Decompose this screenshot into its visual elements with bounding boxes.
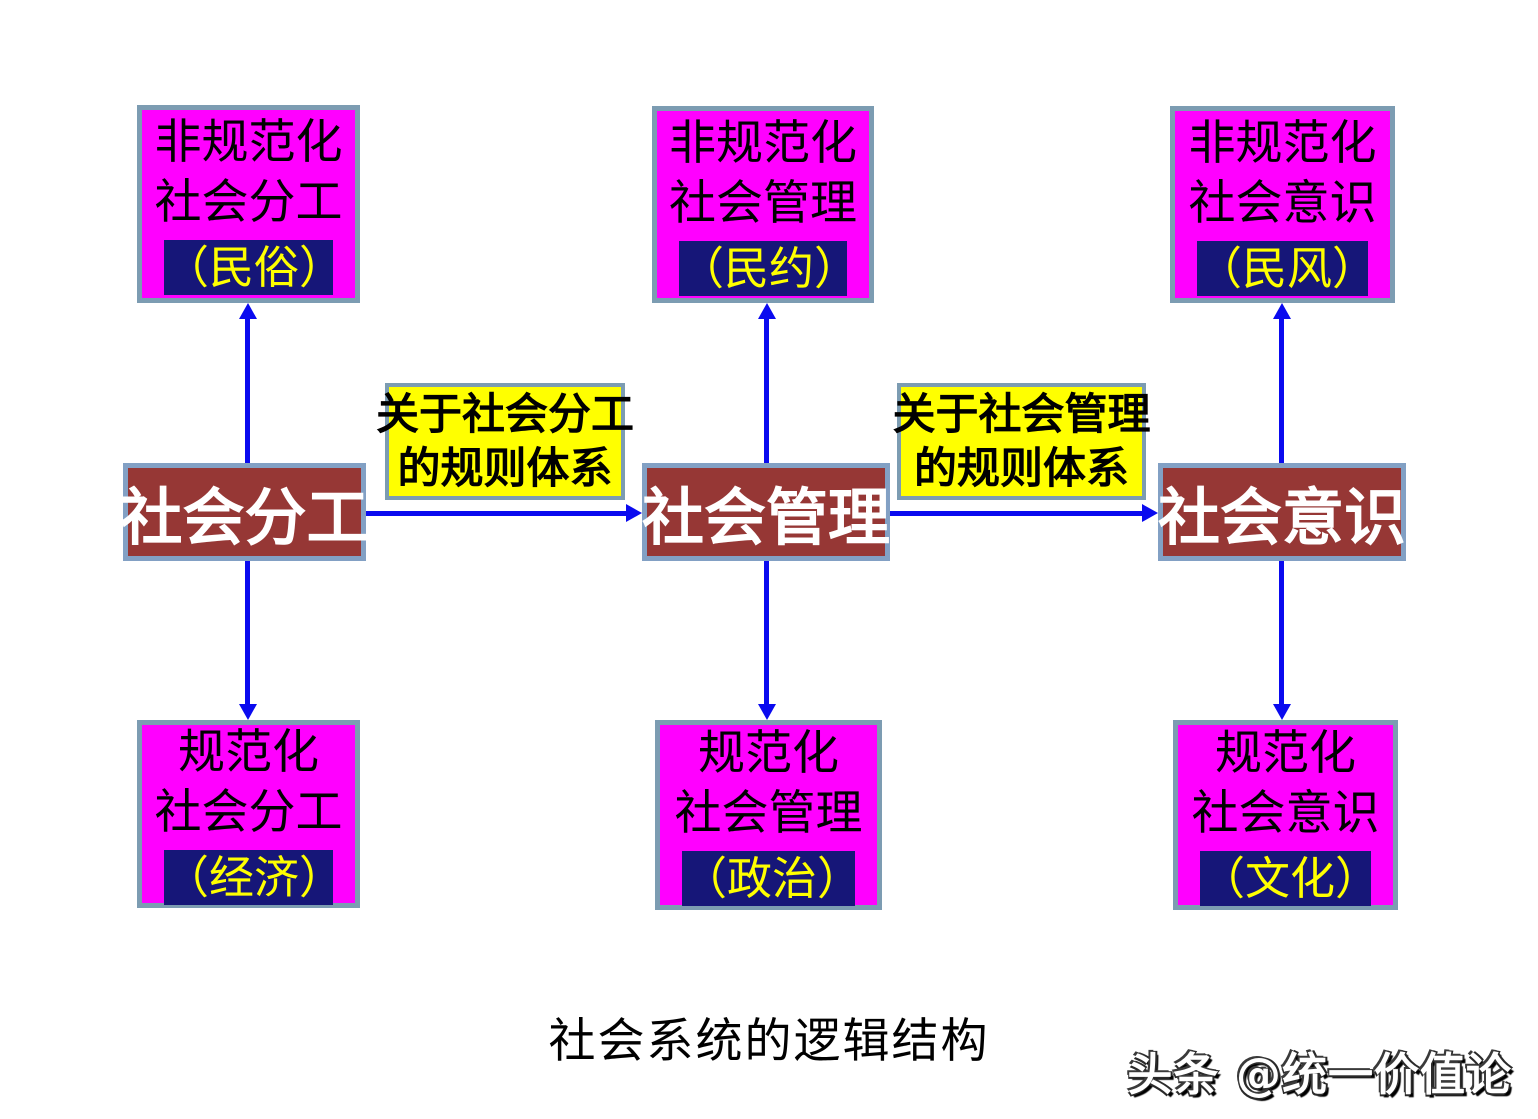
tag-economy: （经济）: [164, 850, 345, 905]
arrow-up-right-head: [1273, 303, 1291, 319]
tag-culture: （文化）: [1200, 851, 1381, 906]
arrow-right-2-shaft: [890, 511, 1143, 516]
box-text-line: 规范化: [698, 726, 839, 781]
box-text-line: 非规范化: [154, 115, 343, 170]
rule-text-line: 的规则体系: [914, 443, 1129, 494]
arrow-up-left-shaft: [245, 317, 250, 463]
box-formal-management: 规范化 社会管理 （政治）: [655, 720, 882, 910]
box-rules-of-division: 关于社会分工 的规则体系: [376, 383, 634, 500]
box-formal-consciousness: 规范化 社会意识 （文化）: [1173, 720, 1398, 910]
rule-text-line: 关于社会管理: [892, 389, 1151, 440]
tag-folk-ways: （民风）: [1197, 240, 1378, 296]
box-text-line: 社会分工: [154, 175, 343, 230]
rule-text-line: 的规则体系: [397, 443, 613, 494]
arrow-up-right-shaft: [1279, 317, 1284, 463]
box-formal-division: 规范化 社会分工 （经济）: [137, 720, 360, 908]
box-text-line: 社会管理: [674, 786, 863, 841]
box-text-line: 非规范化: [1188, 115, 1377, 171]
box-label: 社会管理: [642, 481, 891, 554]
arrow-down-left-shaft: [245, 561, 250, 705]
arrow-up-left-head: [239, 303, 257, 319]
arrow-down-left-head: [239, 704, 257, 720]
arrow-right-1-shaft: [366, 511, 627, 516]
arrow-up-middle-head: [758, 303, 776, 319]
box-informal-management: 非规范化 社会管理 （民约）: [652, 106, 874, 303]
box-label: 社会意识: [1158, 481, 1407, 554]
box-text-line: 社会管理: [669, 175, 857, 231]
arrow-right-2-head: [1142, 504, 1158, 522]
tag-politics: （政治）: [682, 851, 863, 906]
box-text-line: 规范化: [178, 725, 319, 780]
box-text-line: 社会意识: [1188, 175, 1377, 231]
rule-text-line: 关于社会分工: [376, 389, 634, 440]
box-text-line: 社会分工: [154, 785, 343, 840]
box-informal-division: 非规范化 社会分工 （民俗）: [137, 105, 360, 303]
box-text-line: 规范化: [1215, 726, 1356, 781]
box-text-line: 非规范化: [669, 115, 857, 171]
box-rules-of-management: 关于社会管理 的规则体系: [893, 383, 1151, 500]
tag-folk-agreement: （民约）: [679, 240, 860, 296]
box-informal-consciousness: 非规范化 社会意识 （民风）: [1170, 106, 1395, 303]
box-text-line: 社会意识: [1191, 786, 1380, 841]
watermark-toutiao: 头条 @统一价值论: [1127, 1048, 1512, 1101]
diagram-title: 社会系统的逻辑结构: [548, 1014, 990, 1069]
arrow-down-right-shaft: [1279, 561, 1284, 705]
arrow-down-middle-head: [758, 704, 776, 720]
arrow-up-middle-shaft: [764, 317, 769, 463]
arrow-right-1-head: [626, 504, 642, 522]
box-label: 社会分工: [120, 481, 369, 554]
box-social-management: 社会管理: [642, 463, 890, 561]
arrow-down-middle-shaft: [764, 561, 769, 705]
box-social-division: 社会分工: [120, 463, 369, 561]
arrow-down-right-head: [1273, 704, 1291, 720]
tag-folk-custom: （民俗）: [164, 240, 345, 295]
box-social-consciousness: 社会意识: [1158, 463, 1406, 561]
